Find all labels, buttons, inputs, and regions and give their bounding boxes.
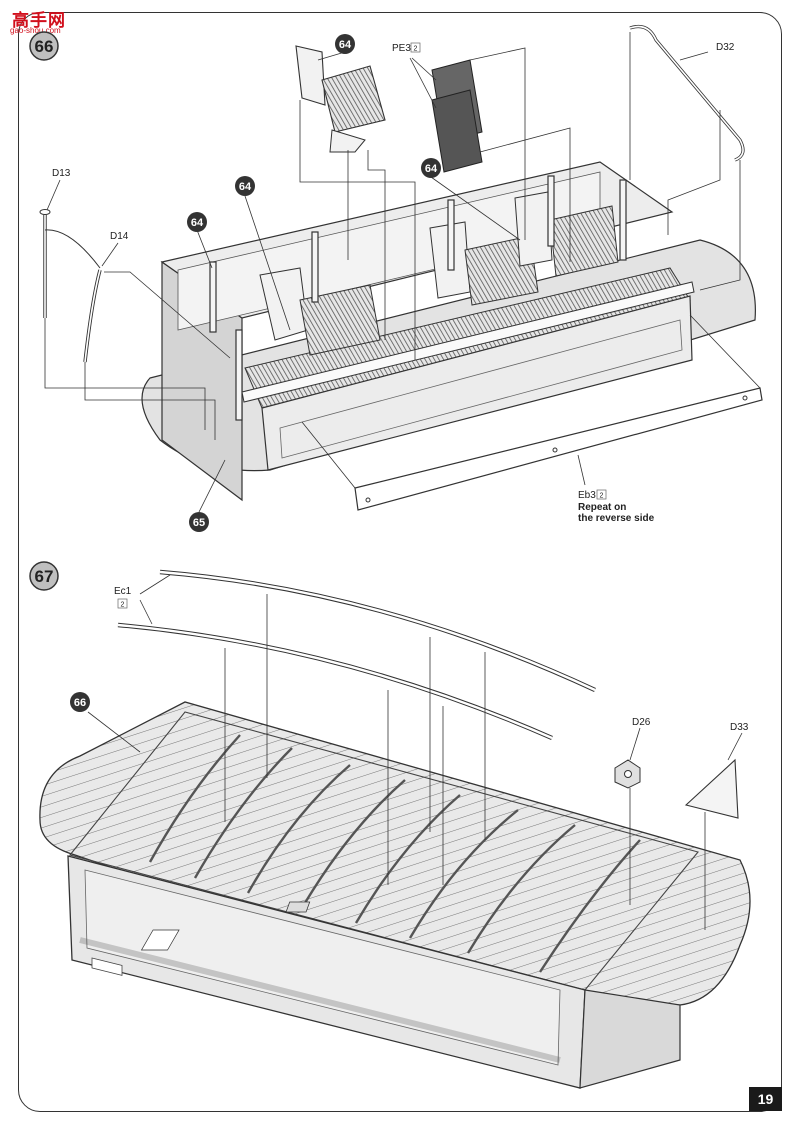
callout-64-c xyxy=(187,212,207,232)
page-number: 19 xyxy=(749,1087,782,1111)
label-d14: D14 xyxy=(110,231,129,242)
callout-64-c-label: 64 xyxy=(191,217,204,229)
ec1-leader-lines xyxy=(224,594,486,885)
label-d33: D33 xyxy=(730,722,749,733)
callout-64-d-label: 64 xyxy=(425,163,438,175)
label-eb3: Eb3 xyxy=(578,490,596,501)
label-repeat-line2: the reverse side xyxy=(578,513,655,524)
callout-64-b xyxy=(235,176,255,196)
callout-66-label: 66 xyxy=(74,697,86,709)
step-67-badge xyxy=(29,561,59,591)
callout-64-b-label: 64 xyxy=(239,181,252,193)
label-d13: D13 xyxy=(52,168,71,179)
callout-64-a-label: 64 xyxy=(339,39,352,51)
page-frame xyxy=(18,12,782,1112)
hull-windows xyxy=(91,957,123,976)
part-d33 xyxy=(684,758,739,819)
callout-65 xyxy=(189,512,209,532)
watermark-logo: 高手网 gao-shou.com xyxy=(4,4,74,36)
callout-64-a xyxy=(335,34,355,54)
part-pe3-bottom xyxy=(431,89,483,173)
watermark-main: 高手网 xyxy=(12,11,66,31)
callout-64-d xyxy=(421,158,441,178)
part-64-seat-back xyxy=(295,45,326,106)
step-66-number: 66 xyxy=(35,37,54,56)
label-pe3-multiplier: 2 xyxy=(414,46,418,53)
label-ec1-multiplier: 2 xyxy=(121,602,125,609)
hull-end xyxy=(579,989,681,1089)
label-d32: D32 xyxy=(716,42,735,53)
step-66: 66 xyxy=(29,24,763,532)
label-eb3-multiplier: 2 xyxy=(600,493,604,500)
part-64-seat-grill xyxy=(321,65,386,133)
label-d26: D26 xyxy=(632,717,651,728)
roof-ribs xyxy=(148,734,641,973)
step-67-number: 67 xyxy=(35,567,54,586)
step-66-badge xyxy=(29,31,59,61)
seats xyxy=(259,191,619,356)
label-ec1: Ec1 xyxy=(114,586,132,597)
side-panel-front xyxy=(261,295,693,471)
callout-65-label: 65 xyxy=(193,517,205,529)
watermark-sub: gao-shou.com xyxy=(10,26,61,35)
posts xyxy=(209,175,627,421)
label-pe3: PE3 xyxy=(392,43,411,54)
label-repeat-line1: Repeat on xyxy=(578,502,626,513)
part-eb3-strip xyxy=(354,387,763,511)
callout-66 xyxy=(70,692,90,712)
step-67: 67 xyxy=(29,561,751,1089)
